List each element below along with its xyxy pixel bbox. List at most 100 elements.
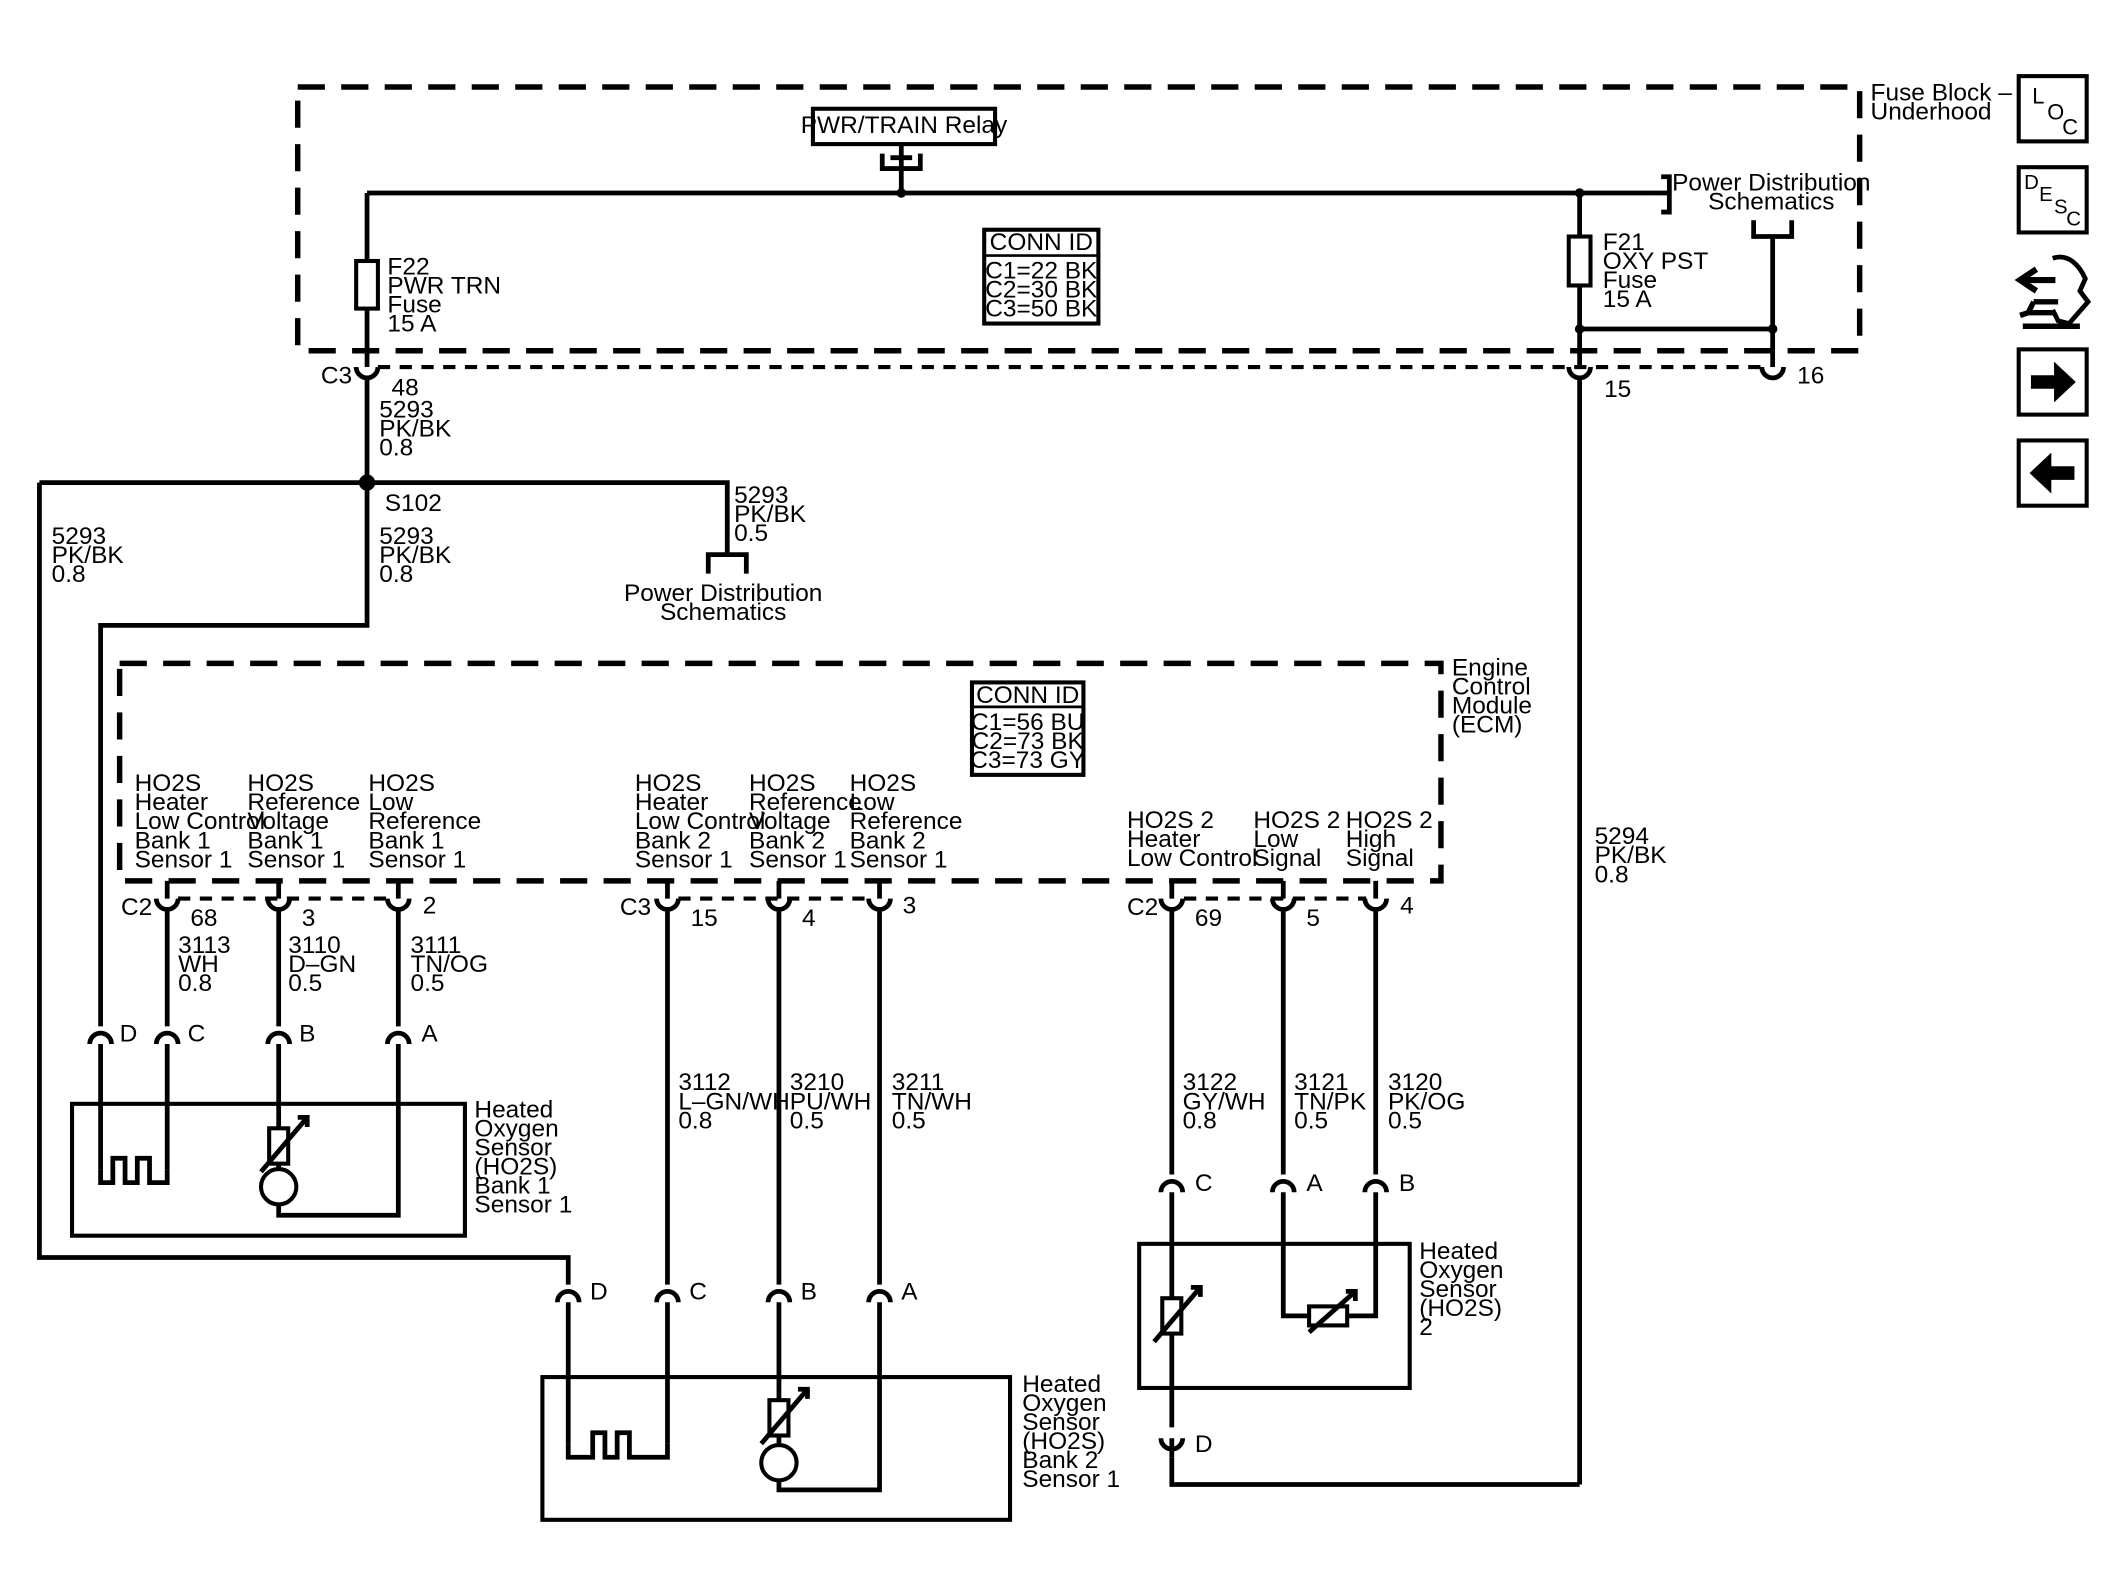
- wire-3211-label: 3211 TN/WH 0.5: [892, 1069, 972, 1134]
- desc-button[interactable]: D E S C: [2016, 165, 2089, 235]
- svg-text:(ECM): (ECM): [1452, 712, 1523, 739]
- sensor2-connector: D C B A: [554, 1279, 918, 1493]
- wire-3121-label: 3121 TN/PK 0.5: [1294, 1069, 1367, 1134]
- svg-text:Low: Low: [850, 789, 895, 816]
- svg-text:A: A: [1306, 1170, 1323, 1197]
- sensor2-cell-icon: [759, 1443, 799, 1483]
- ecm-pin-3a-label: 3: [302, 905, 316, 932]
- sensor1-variable-resistor-icon: [258, 1115, 310, 1207]
- svg-text:Schematics: Schematics: [660, 599, 786, 626]
- svg-text:F21: F21: [1603, 229, 1645, 256]
- svg-text:Low Control: Low Control: [635, 808, 765, 835]
- splice-s102-label: S102: [385, 490, 442, 517]
- arrow-left-icon: [2029, 452, 2075, 494]
- svg-text:0.8: 0.8: [1595, 861, 1629, 888]
- fuse-f21-symbol: [1566, 234, 1593, 288]
- svg-text:OXY PST: OXY PST: [1603, 248, 1709, 275]
- svg-text:3112: 3112: [678, 1069, 731, 1096]
- svg-text:D: D: [1195, 1431, 1213, 1458]
- svg-text:C3=50 BK: C3=50 BK: [985, 296, 1098, 323]
- arrow-right-icon: [2030, 361, 2076, 403]
- wire-3111-label: 3111 TN/OG 0.5: [411, 932, 488, 997]
- svg-text:(HO2S): (HO2S): [1022, 1428, 1105, 1455]
- svg-text:0.5: 0.5: [411, 970, 445, 997]
- ecm-pin-68-label: 68: [190, 905, 217, 932]
- svg-text:PK/BK: PK/BK: [379, 415, 452, 442]
- svg-text:Fuse: Fuse: [1603, 267, 1657, 294]
- fuse-c3-label: C3: [321, 362, 352, 389]
- sensor3-connector: C A B D: [1158, 1170, 1415, 1458]
- ecm-pin-15: [654, 880, 681, 1285]
- c3-pin-16: [1759, 350, 1786, 381]
- ecm-pin-4b-label: 4: [1400, 893, 1414, 920]
- svg-text:Sensor: Sensor: [1419, 1276, 1496, 1303]
- svg-text:C1=22 BK: C1=22 BK: [985, 258, 1098, 285]
- wire-5294-to-sensor3: [1169, 1457, 1580, 1487]
- svg-text:Underhood: Underhood: [1871, 99, 1992, 126]
- svg-text:Sensor 1: Sensor 1: [135, 846, 233, 873]
- ecm-terminal-t4: HO2S Heater Low Control Bank 2 Sensor 1: [635, 770, 765, 873]
- sensor2-variable-resistor-icon: [759, 1386, 810, 1483]
- ecm-terminal-t5: HO2S Reference Voltage Bank 2 Sensor 1: [749, 770, 862, 873]
- sensor3-heater-resistor-icon: [1152, 1284, 1203, 1344]
- ecm-terminal-t9: HO2S 2 High Signal: [1346, 807, 1433, 872]
- svg-text:Sensor 1: Sensor 1: [749, 846, 847, 873]
- svg-text:HO2S: HO2S: [749, 770, 816, 797]
- svg-text:Bank 2: Bank 2: [850, 827, 926, 854]
- svg-text:TN/PK: TN/PK: [1294, 1088, 1367, 1115]
- ecm-pin-69-label: 69: [1195, 905, 1222, 932]
- svg-text:PK/BK: PK/BK: [379, 542, 452, 569]
- svg-text:Bank 2: Bank 2: [749, 827, 825, 854]
- svg-text:0.8: 0.8: [178, 970, 212, 997]
- pin-16-label: 16: [1797, 362, 1824, 389]
- component-view-icon[interactable]: [2014, 254, 2092, 329]
- svg-text:D–GN: D–GN: [288, 951, 356, 978]
- svg-text:3122: 3122: [1183, 1069, 1237, 1096]
- loc-button[interactable]: L O C: [2016, 74, 2089, 144]
- forward-button[interactable]: [2016, 347, 2089, 417]
- ecm-c2a-label: C2: [121, 894, 152, 921]
- svg-text:Heated: Heated: [1022, 1371, 1101, 1398]
- sensor3-housing: [1137, 1241, 1412, 1390]
- svg-text:Sensor 1: Sensor 1: [474, 1192, 572, 1219]
- svg-text:PK/BK: PK/BK: [52, 542, 125, 569]
- svg-text:5293: 5293: [379, 396, 433, 423]
- svg-text:Sensor 1: Sensor 1: [635, 846, 733, 873]
- svg-text:Bank 1: Bank 1: [474, 1173, 550, 1200]
- svg-text:Power Distribution: Power Distribution: [1672, 169, 1870, 196]
- wire-5293-pd-label: 5293 PK/BK 0.5: [734, 482, 807, 547]
- svg-text:Heated: Heated: [1419, 1238, 1498, 1265]
- svg-text:Sensor 1: Sensor 1: [247, 846, 345, 873]
- svg-text:TN/WH: TN/WH: [892, 1088, 972, 1115]
- pdist-top-connector: [1653, 174, 1672, 215]
- sensor2-name: Heated Oxygen Sensor (HO2S) Bank 2 Senso…: [1022, 1371, 1120, 1493]
- svg-text:3210: 3210: [790, 1069, 844, 1096]
- wire-3112-label: 3112 L–GN/WH 0.8: [678, 1069, 789, 1134]
- svg-text:C: C: [2066, 209, 2081, 231]
- svg-text:PK/BK: PK/BK: [1595, 842, 1668, 869]
- svg-text:C: C: [188, 1020, 206, 1047]
- svg-text:A: A: [421, 1020, 438, 1047]
- svg-text:D: D: [120, 1020, 138, 1047]
- svg-text:L: L: [2032, 83, 2044, 108]
- svg-text:15 A: 15 A: [387, 311, 437, 338]
- svg-text:HO2S 2: HO2S 2: [1253, 807, 1340, 834]
- pdist-mid-terminal: [705, 552, 749, 574]
- svg-text:C2=73 BK: C2=73 BK: [972, 728, 1085, 755]
- fuse-f21-label: F21 OXY PST Fuse 15 A: [1603, 229, 1709, 313]
- wire-5293-mid-label: 5293 PK/BK 0.8: [379, 523, 452, 588]
- ecm-terminal-t1: HO2S Heater Low Control Bank 1 Sensor 1: [135, 770, 265, 873]
- svg-text:Sensor 1: Sensor 1: [368, 846, 466, 873]
- svg-text:PK/OG: PK/OG: [1388, 1088, 1465, 1115]
- ecm-pin-3b-label: 3: [903, 893, 917, 920]
- svg-text:3111: 3111: [411, 932, 462, 959]
- svg-text:3211: 3211: [892, 1069, 945, 1096]
- back-button[interactable]: [2016, 438, 2089, 508]
- wire-5293-to-sensor2: [37, 482, 571, 1285]
- svg-text:A: A: [901, 1279, 918, 1306]
- wire-3210-label: 3210 PU/WH 0.5: [790, 1069, 872, 1134]
- svg-text:C2=30 BK: C2=30 BK: [985, 277, 1098, 304]
- svg-text:3110: 3110: [288, 932, 341, 959]
- svg-text:HO2S: HO2S: [135, 770, 202, 797]
- pdist-mid-label: Power Distribution Schematics: [624, 580, 822, 626]
